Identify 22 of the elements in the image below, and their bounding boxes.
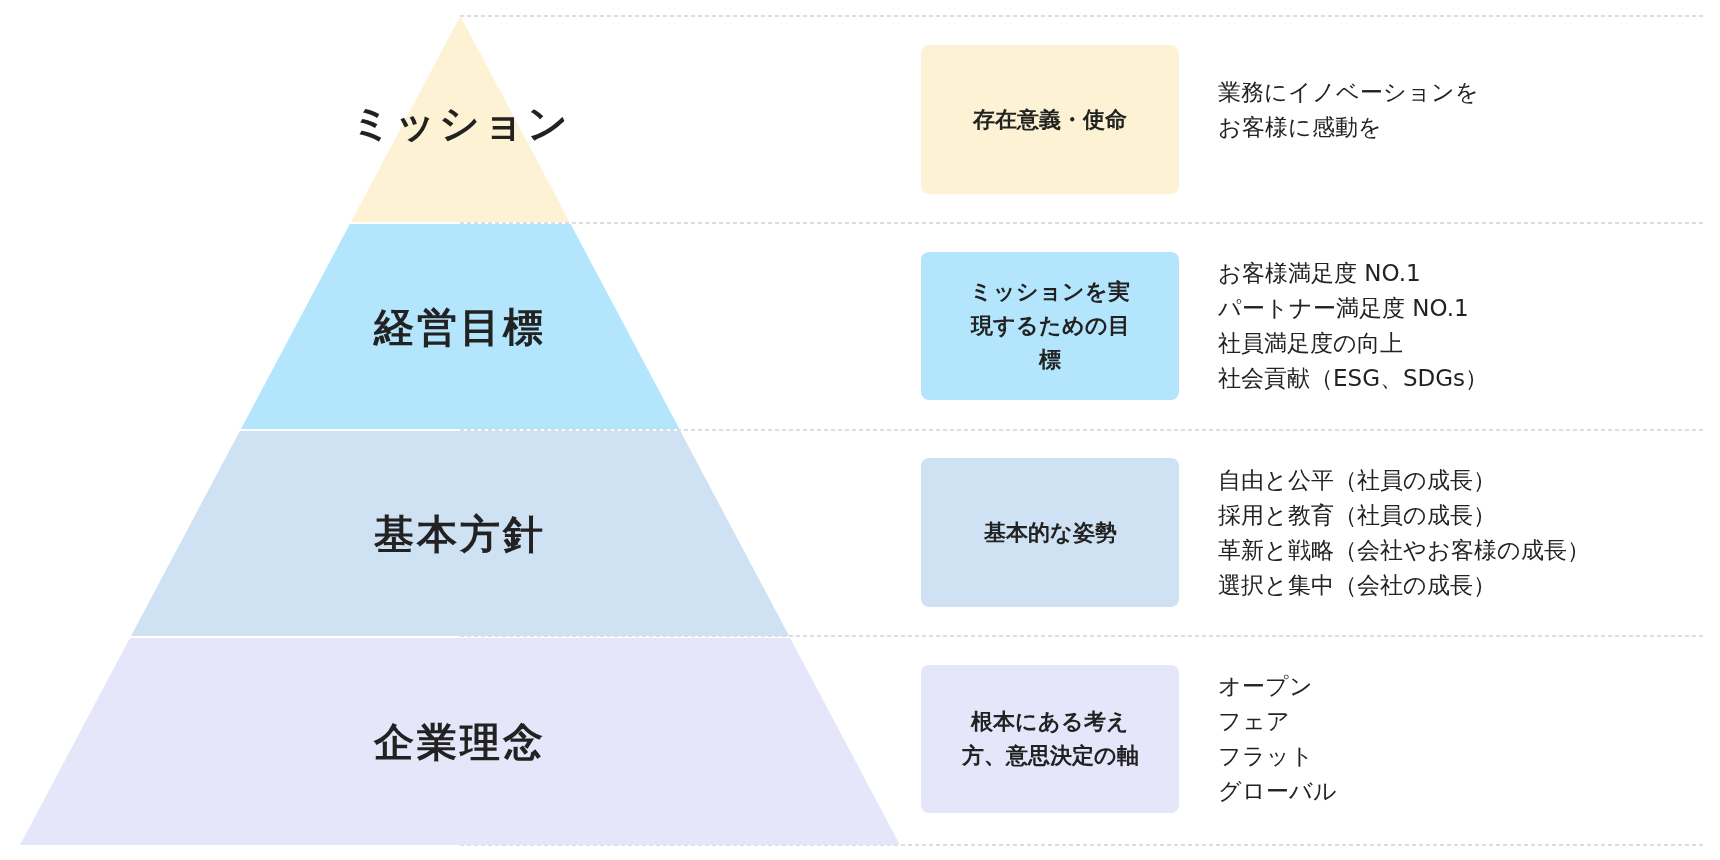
list-item: 社員満足度の向上 <box>1218 329 1403 358</box>
list-item: 自由と公平（社員の成長） <box>1218 465 1496 495</box>
list-item: 社会貢献（ESG、SDGs） <box>1218 364 1489 393</box>
category-box: 存在意義・使命 <box>921 45 1179 194</box>
tier-title: 経営目標 <box>372 302 547 351</box>
category-box: 基本的な姿勢 <box>921 458 1179 607</box>
list-item: グローバル <box>1218 777 1337 806</box>
list-item: お客様に感動を <box>1218 113 1382 142</box>
tier-title: 企業理念 <box>372 717 547 766</box>
list-item: 選択と集中（会社の成長） <box>1218 570 1496 600</box>
list-item: お客様満足度 NO.1 <box>1218 259 1421 288</box>
list-item: 業務にイノベーションを <box>1218 78 1479 107</box>
list-item: 革新と戦略（会社やお客様の成長） <box>1218 535 1590 565</box>
list-item: オープン <box>1218 672 1313 701</box>
tier-title: ミッション <box>350 98 570 148</box>
category-box: ミッションを実現するための目標 <box>921 252 1179 400</box>
tier-title: 基本方針 <box>373 509 547 558</box>
category-box: 根本にある考え方、意思決定の軸 <box>921 665 1179 813</box>
list-item: パートナー満足度 NO.1 <box>1218 294 1469 323</box>
list-item: 採用と教育（社員の成長） <box>1218 500 1496 530</box>
list-item: フェア <box>1218 707 1290 736</box>
list-item: フラット <box>1218 742 1314 771</box>
